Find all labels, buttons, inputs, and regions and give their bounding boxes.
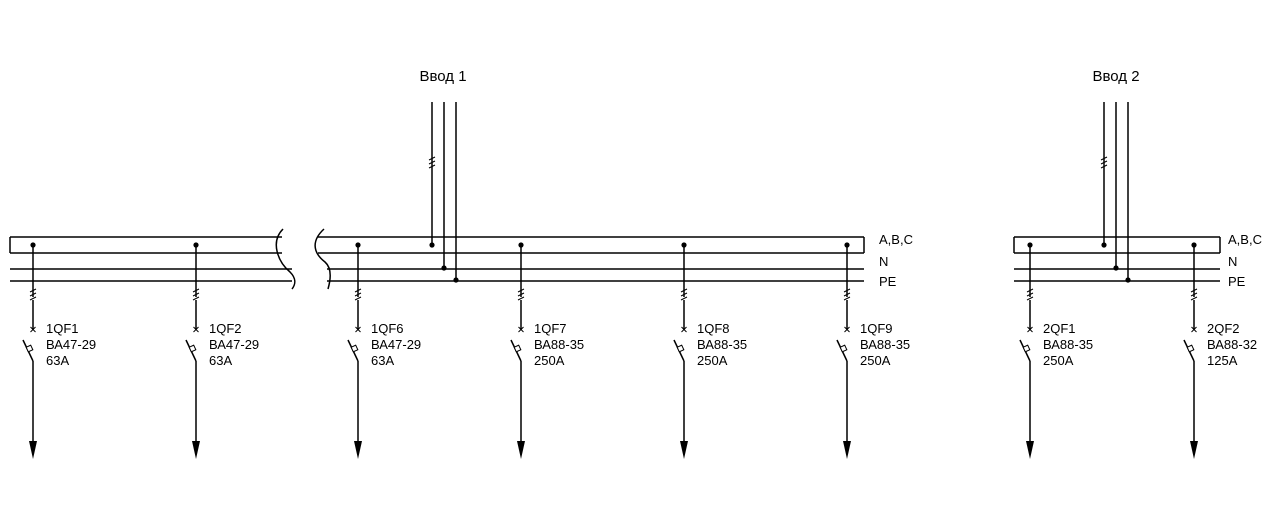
- breaker-rating: 63А: [46, 353, 69, 368]
- feeder-1qf9: 1QF9 ВА88-35 250А: [836, 241, 910, 460]
- breaker-model: ВА88-35: [860, 337, 910, 352]
- breaker-id: 1QF8: [697, 321, 730, 336]
- section1-bus-left: [9, 228, 296, 290]
- breaker-model: ВА88-32: [1207, 337, 1257, 352]
- breaker-rating: 125А: [1207, 353, 1238, 368]
- breaker-id: 2QF2: [1207, 321, 1240, 336]
- breaker-model: ВА88-35: [697, 337, 747, 352]
- bus-label-phase-1: A,B,C: [879, 232, 913, 247]
- input1-cable: [428, 102, 459, 283]
- breaker-rating: 250А: [860, 353, 891, 368]
- feeder-1qf7: 1QF7 ВА88-35 250А: [510, 241, 584, 460]
- breaker-id: 1QF6: [371, 321, 404, 336]
- breaker-id: 2QF1: [1043, 321, 1076, 336]
- feeder-1qf1: 1QF1 ВА47-29 63А: [22, 241, 96, 460]
- input2-cable: [1100, 102, 1131, 283]
- feeder-1qf8: 1QF8 ВА88-35 250А: [673, 241, 747, 460]
- bus-label-neutral-1: N: [879, 254, 888, 269]
- breaker-id: 1QF7: [534, 321, 567, 336]
- breaker-id: 1QF9: [860, 321, 893, 336]
- feeder-1qf6: 1QF6 ВА47-29 63А: [347, 241, 421, 460]
- section1-bus-right: [314, 228, 865, 290]
- input2-title: Ввод 2: [1092, 68, 1139, 85]
- breaker-rating: 250А: [534, 353, 565, 368]
- breaker-model: ВА47-29: [46, 337, 96, 352]
- bus-label-pe-2: PE: [1228, 274, 1246, 289]
- breaker-model: ВА88-35: [534, 337, 584, 352]
- breaker-rating: 250А: [1043, 353, 1074, 368]
- bus-label-phase-2: A,B,C: [1228, 232, 1262, 247]
- feeder-1qf2: 1QF2 ВА47-29 63А: [185, 241, 259, 460]
- breaker-model: ВА88-35: [1043, 337, 1093, 352]
- breaker-id: 1QF1: [46, 321, 79, 336]
- feeder-2qf2: 2QF2 ВА88-32 125А: [1183, 241, 1257, 460]
- breaker-rating: 63А: [209, 353, 232, 368]
- breaker-rating: 63А: [371, 353, 394, 368]
- breaker-id: 1QF2: [209, 321, 242, 336]
- breaker-model: ВА47-29: [371, 337, 421, 352]
- section2-bus: [1013, 236, 1221, 282]
- input1-title: Ввод 1: [419, 68, 466, 85]
- breaker-rating: 250А: [697, 353, 728, 368]
- feeder-2qf1: 2QF1 ВА88-35 250А: [1019, 241, 1093, 460]
- bus-label-pe-1: PE: [879, 274, 897, 289]
- breaker-model: ВА47-29: [209, 337, 259, 352]
- bus-label-neutral-2: N: [1228, 254, 1237, 269]
